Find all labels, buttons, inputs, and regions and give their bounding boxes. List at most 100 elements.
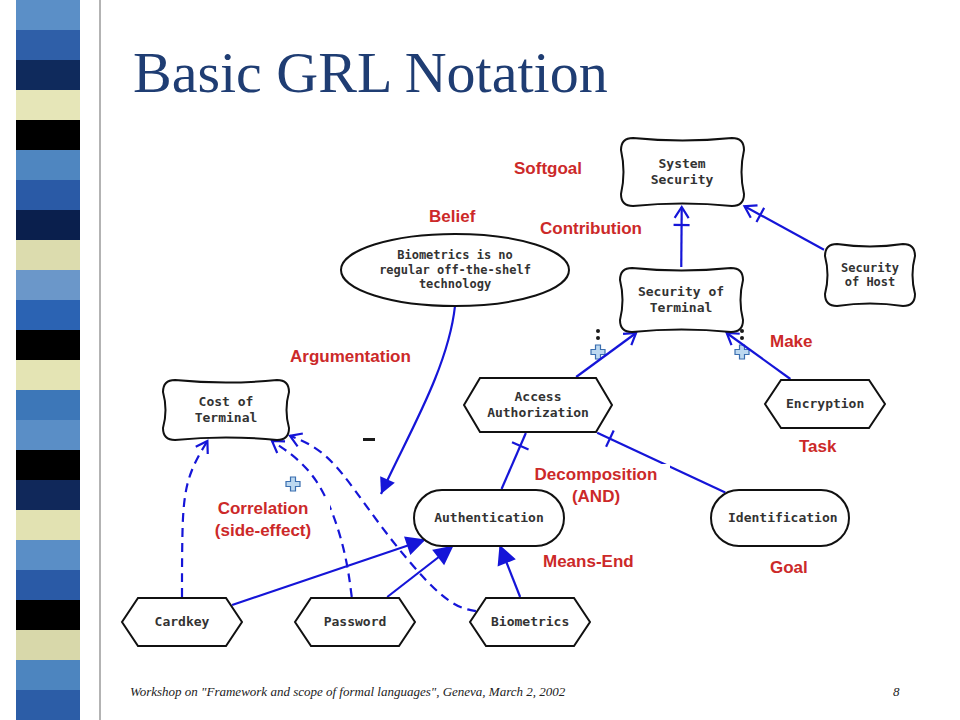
stripe-square [16, 600, 80, 630]
node-text-group: Security of Host [840, 261, 900, 290]
stripe-square [16, 300, 80, 330]
node-label: Password [324, 614, 387, 630]
task-hexagon: Cardkey [121, 597, 243, 647]
minus-symbol [363, 438, 375, 441]
notation-label: Goal [768, 557, 810, 579]
node-label: Biometrics [491, 614, 569, 630]
node-text-group: Identification [728, 510, 832, 526]
stripe-square [16, 90, 80, 120]
stripe-square [16, 60, 80, 90]
goal-outline [414, 490, 564, 546]
task-outline [470, 598, 590, 646]
goal-box: Identification [710, 489, 850, 547]
node-label: Security of Terminal [635, 284, 728, 315]
stripe-square [16, 0, 80, 30]
notation-label: Belief [427, 206, 477, 228]
stripe-square [16, 480, 80, 510]
notation-label: Argumentation [288, 346, 413, 368]
notation-label: Contribution [538, 218, 644, 240]
softgoal-outline [620, 268, 743, 332]
stripe-square [16, 390, 80, 420]
stripe-square [16, 420, 80, 450]
contribution-link [680, 207, 683, 267]
node-label: Cost of Terminal [178, 394, 274, 425]
softgoal-outline [621, 138, 744, 206]
stripe-square [16, 120, 80, 150]
node-text-group: System Security [636, 156, 729, 187]
means-end-link [500, 547, 520, 597]
task-outline [765, 380, 885, 428]
stripe-square [16, 690, 80, 720]
node-text-group: Encryption [786, 396, 864, 412]
stripe [16, 0, 100, 720]
notation-label: Correlation (side-effect) [196, 498, 330, 542]
node-text-group: Password [324, 614, 387, 630]
contribution-link [576, 333, 636, 377]
softgoal-cloud: Security of Host [824, 243, 916, 307]
stripe-square [16, 180, 80, 210]
stripe-rule [99, 0, 101, 720]
task-hexagon: Access Authorization [463, 377, 613, 433]
stripe-square [16, 450, 80, 480]
goal-outline [711, 490, 849, 546]
node-text-group: Biometrics is no regular off-the-shelf t… [370, 248, 540, 291]
node-label: Biometrics is no regular off-the-shelf t… [370, 248, 540, 291]
task-outline [464, 378, 612, 432]
node-label: Cardkey [155, 614, 210, 630]
belief-ellipse: Biometrics is no regular off-the-shelf t… [340, 233, 570, 307]
node-label: Encryption [786, 396, 864, 412]
make-dot [596, 329, 600, 333]
argumentation-link [381, 306, 455, 494]
stripe-square [16, 360, 80, 390]
notation-label: Make [768, 331, 815, 353]
node-text-group: Authentication [434, 510, 544, 526]
task-hexagon: Biometrics [469, 597, 591, 647]
stripe-square [16, 540, 80, 570]
softgoal-outline [825, 244, 915, 306]
task-outline [122, 598, 242, 646]
means-end-link [232, 540, 423, 605]
stripe-square [16, 630, 80, 660]
footer-text: Workshop on "Framework and scope of form… [130, 684, 565, 700]
node-label: Authentication [434, 510, 544, 526]
notation-label: Means-End [541, 551, 636, 573]
softgoal-cloud: Cost of Terminal [162, 379, 290, 441]
stripe-square [16, 510, 80, 540]
task-hexagon: Encryption [764, 379, 886, 429]
softgoal-outline [163, 380, 289, 440]
slide-title: Basic GRL Notation [133, 44, 608, 102]
stripe-square [16, 30, 80, 60]
make-dot [740, 329, 744, 333]
node-label: Security of Host [840, 261, 900, 290]
make-dot [740, 336, 744, 340]
node-text-group: Access Authorization [485, 389, 591, 420]
stripe-square [16, 210, 80, 240]
task-hexagon: Password [294, 597, 416, 647]
stripe-square [16, 270, 80, 300]
softgoal-cloud: System Security [620, 137, 745, 207]
make-symbol [591, 329, 605, 359]
notation-label: Task [797, 436, 839, 458]
goal-box: Authentication [413, 489, 565, 547]
stripe-square [16, 330, 80, 360]
node-text-group: Security of Terminal [635, 284, 728, 315]
belief-outline [341, 234, 569, 306]
positive-correlation-symbol [286, 477, 300, 491]
node-text-group: Biometrics [491, 614, 569, 630]
stripe-square [16, 660, 80, 690]
node-text-group: Cost of Terminal [178, 394, 274, 425]
notation-label: Softgoal [512, 158, 584, 180]
means-end-link [387, 547, 451, 597]
node-label: Access Authorization [485, 389, 591, 420]
contribution-link [745, 206, 825, 250]
softgoal-cloud: Security of Terminal [619, 267, 744, 333]
stripe-square [16, 570, 80, 600]
node-text-group: Cardkey [155, 614, 210, 630]
task-outline [295, 598, 415, 646]
make-dot [596, 336, 600, 340]
node-label: Identification [728, 510, 832, 526]
stripe-square [16, 240, 80, 270]
page-number: 8 [893, 684, 900, 700]
stripe-square [16, 150, 80, 180]
